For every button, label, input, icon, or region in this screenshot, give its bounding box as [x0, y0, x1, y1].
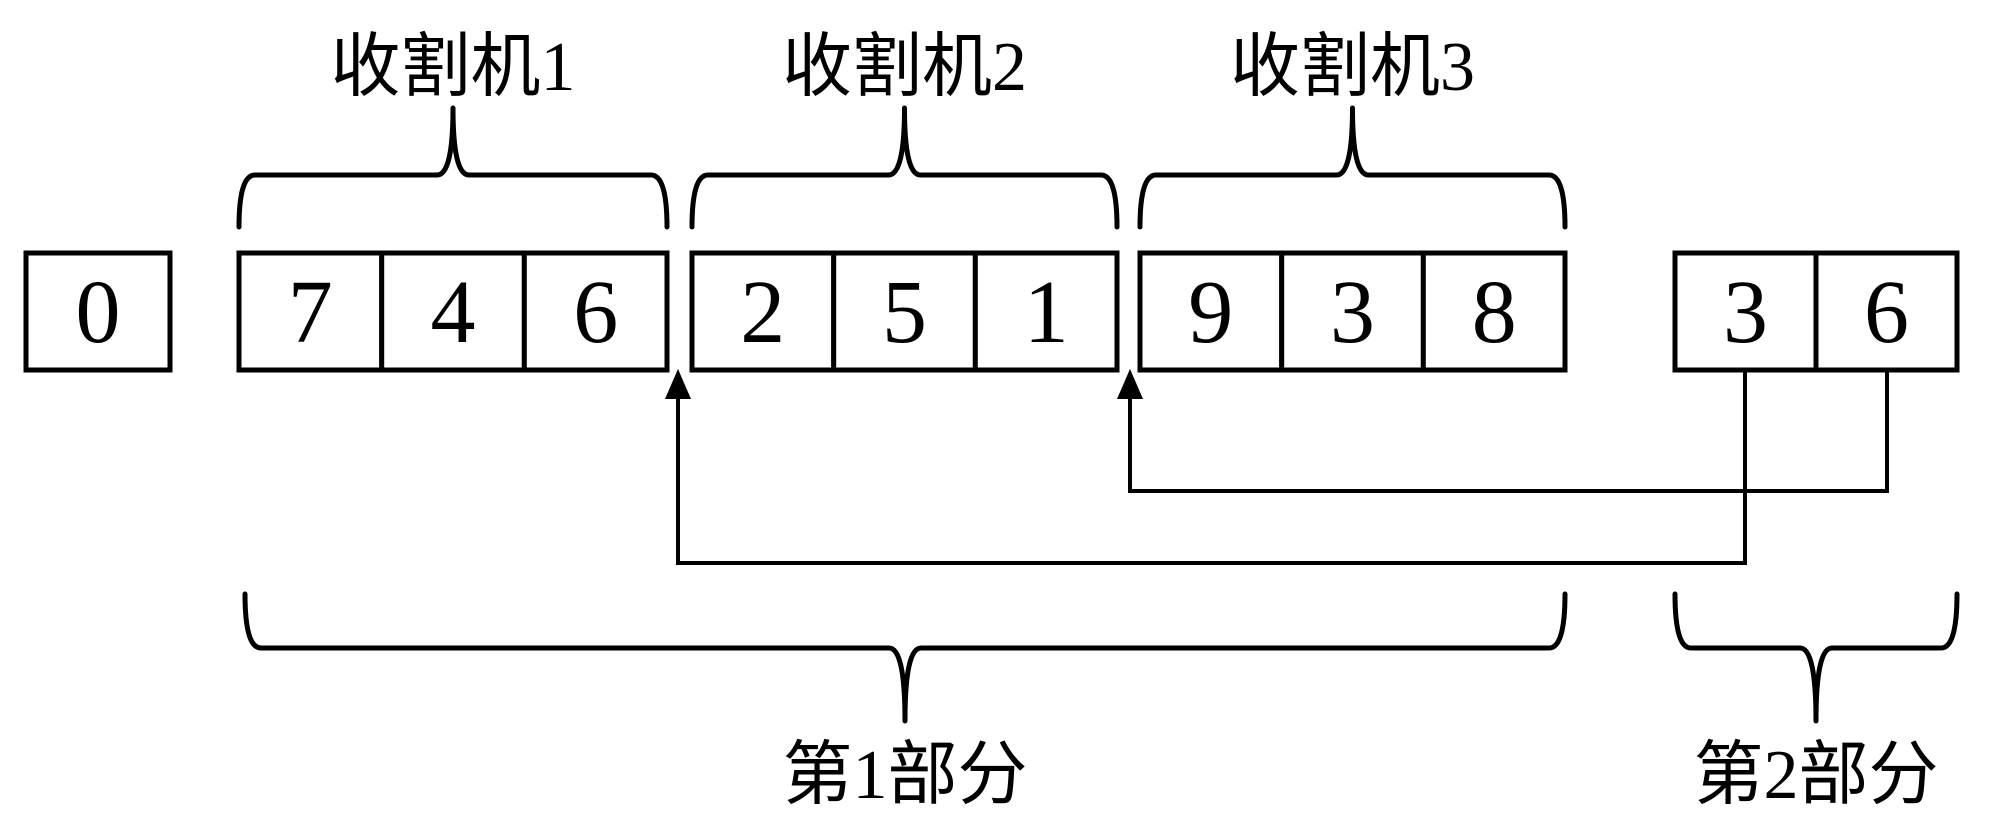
- cell-value: 9: [1188, 263, 1233, 362]
- bottom-brace-part-2: [1672, 591, 1960, 724]
- harvester-3-cell-1: [1137, 250, 1285, 373]
- cell-value: 2: [740, 263, 785, 362]
- insertion-arrow-1: [676, 371, 1747, 565]
- bottom-brace-part-1: [242, 591, 1568, 724]
- harvester-1-cell-2: [379, 250, 527, 373]
- zero-box: [23, 250, 173, 373]
- harvester-1-label: 收割机1: [331, 29, 576, 106]
- top-brace-harvester-1: [236, 105, 670, 230]
- harvester-3-label: 收割机3: [1230, 29, 1475, 106]
- cell-value: 7: [288, 263, 333, 362]
- top-brace-harvester-3: [1137, 105, 1568, 230]
- harvester-1-cell-3: [521, 250, 670, 373]
- cell-value: 5: [882, 263, 927, 362]
- cell-value: 1: [1024, 263, 1069, 362]
- harvester-2-cell-2: [831, 250, 978, 373]
- harvester-3-cell-2: [1279, 250, 1426, 373]
- cell-value: 3: [1723, 263, 1768, 362]
- harvester-2-cell-3: [972, 250, 1120, 373]
- insertion-arrow-2: [1128, 371, 1889, 493]
- insertion-arrow-2-head: [1117, 369, 1143, 399]
- harvester-1-cell-1: [236, 250, 385, 373]
- cell-value: 6: [573, 263, 618, 362]
- cell-value: 4: [431, 263, 476, 362]
- cell-value: 8: [1472, 263, 1517, 362]
- insert-cell-2: [1813, 250, 1960, 373]
- cell-value: 3: [1330, 263, 1375, 362]
- harvester-2-cell-1: [689, 250, 837, 373]
- insertion-arrow-1-head: [665, 369, 691, 399]
- part-1-label: 第1部分: [783, 737, 1028, 814]
- harvester-2-label: 收割机2: [782, 29, 1027, 106]
- zero-box-value: 0: [76, 263, 121, 362]
- part-2-label: 第2部分: [1694, 737, 1939, 814]
- cell-value: 6: [1864, 263, 1909, 362]
- harvester-3-cell-3: [1420, 250, 1568, 373]
- top-brace-harvester-2: [689, 105, 1120, 230]
